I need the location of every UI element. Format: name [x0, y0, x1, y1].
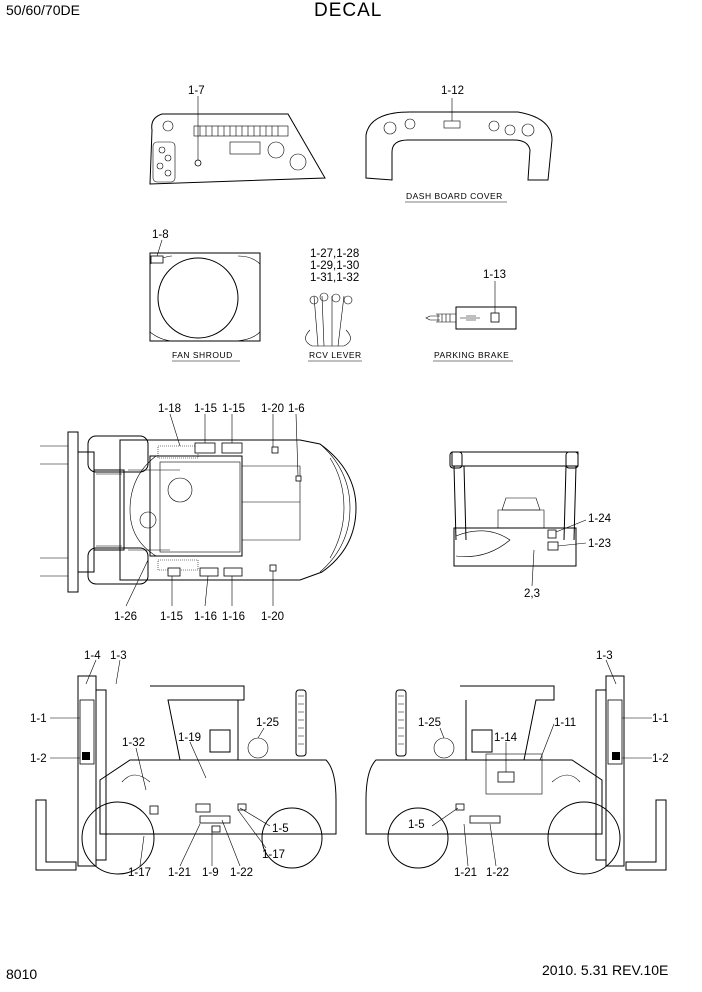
callout-1-27-1-28: 1-27,1-28: [310, 248, 359, 260]
callout-top-1-15b: 1-15: [222, 403, 245, 415]
callout-left-1-17a: 1-17: [262, 849, 285, 861]
callout-right-1-5: 1-5: [408, 819, 425, 831]
forklift-left-side-view: [35, 659, 337, 875]
callout-right-1-22: 1-22: [486, 867, 509, 879]
callout-1-29-1-30: 1-29,1-30: [310, 260, 359, 272]
callout-top-1-16a: 1-16: [194, 611, 217, 623]
callout-left-1-1: 1-1: [30, 713, 47, 725]
callout-right-1-14: 1-14: [494, 732, 518, 744]
page-number: 8010: [6, 966, 38, 982]
callout-right-1-21: 1-21: [454, 867, 477, 879]
callout-1-7: 1-7: [188, 85, 205, 97]
dash-panel-illustration: [149, 96, 326, 185]
callout-left-1-19: 1-19: [178, 732, 201, 744]
callout-right-1-3: 1-3: [596, 650, 613, 662]
callout-right-1-2: 1-2: [652, 753, 669, 765]
callout-left-1-9: 1-9: [202, 867, 219, 879]
page-title: DECAL: [314, 0, 383, 21]
fan-shroud-illustration: [149, 239, 261, 362]
callout-left-1-21: 1-21: [168, 867, 191, 879]
callout-1-13: 1-13: [483, 269, 506, 281]
callout-1-8: 1-8: [152, 229, 169, 241]
callout-left-1-17b: 1-17: [128, 867, 151, 879]
caption-rcv-lever: RCV LEVER: [309, 350, 362, 360]
callout-left-1-3: 1-3: [110, 650, 127, 662]
callout-rear-2-3: 2,3: [524, 588, 540, 600]
callout-top-1-16b: 1-16: [222, 611, 245, 623]
callout-1-12: 1-12: [441, 85, 464, 97]
callout-left-1-4: 1-4: [84, 650, 101, 662]
caption-parking-brake: PARKING BRAKE: [434, 350, 509, 360]
parking-brake-illustration: [425, 281, 517, 362]
callout-top-1-15c: 1-15: [160, 611, 183, 623]
callout-top-1-20: 1-20: [261, 403, 284, 415]
caption-fan-shroud: FAN SHROUD: [172, 350, 233, 360]
callout-right-1-25: 1-25: [418, 717, 441, 729]
model-label: 50/60/70DE: [6, 2, 80, 18]
caption-dash-board-cover: DASH BOARD COVER: [406, 191, 503, 201]
callout-1-31-1-32: 1-31,1-32: [310, 272, 359, 284]
callout-left-1-22: 1-22: [230, 867, 253, 879]
callout-left-1-5: 1-5: [272, 823, 289, 835]
callout-top-1-20b: 1-20: [261, 611, 284, 623]
callout-rear-1-23: 1-23: [588, 538, 611, 550]
callout-left-1-32: 1-32: [122, 737, 145, 749]
callout-top-1-15a: 1-15: [194, 403, 217, 415]
callout-left-1-25: 1-25: [256, 717, 279, 729]
callout-top-1-26: 1-26: [114, 611, 137, 623]
revision-date: 2010. 5.31 REV.10E: [542, 962, 669, 978]
callout-right-1-11: 1-11: [554, 717, 576, 729]
forklift-right-side-view: [365, 659, 667, 875]
callout-left-1-2: 1-2: [30, 753, 47, 765]
forklift-top-view: [40, 413, 357, 607]
rcv-lever-illustration: [305, 292, 362, 362]
callout-rear-1-24: 1-24: [588, 513, 612, 525]
callout-top-1-18: 1-18: [158, 403, 181, 415]
forklift-rear-view: [449, 451, 587, 587]
callout-top-1-6: 1-6: [288, 403, 305, 415]
dash-board-cover-illustration: [365, 98, 553, 203]
callout-right-1-1: 1-1: [652, 713, 669, 725]
